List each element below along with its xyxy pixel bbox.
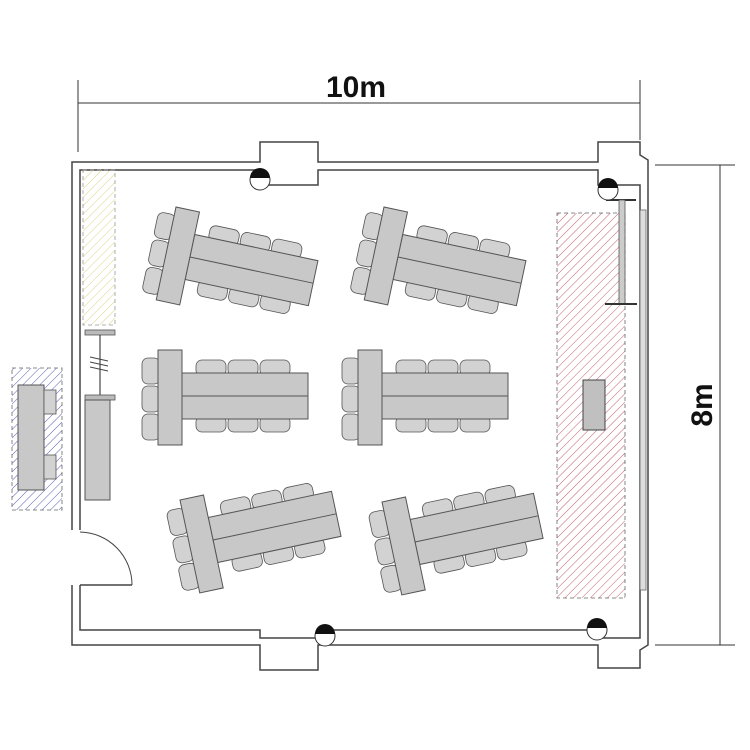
table-group[interactable] (348, 203, 532, 332)
table-group[interactable] (365, 470, 549, 599)
entrance-door[interactable] (79, 531, 133, 586)
whiteboard (84, 329, 116, 501)
height-dimension (655, 164, 735, 646)
side-area-yellow (82, 169, 116, 326)
table-group[interactable] (163, 468, 347, 597)
pillar-icon (597, 178, 619, 201)
width-label: 10m (326, 71, 386, 104)
pillar-icon (314, 624, 336, 647)
height-label: 8m (686, 383, 719, 426)
screen-podium (582, 379, 606, 431)
pillar-icon (586, 618, 608, 641)
pillar-icon (249, 168, 271, 191)
table-group[interactable] (140, 203, 324, 332)
width-dimension (77, 80, 641, 152)
table-group[interactable] (341, 349, 509, 446)
outside-reception-area (11, 367, 63, 511)
table-group[interactable] (141, 349, 309, 446)
